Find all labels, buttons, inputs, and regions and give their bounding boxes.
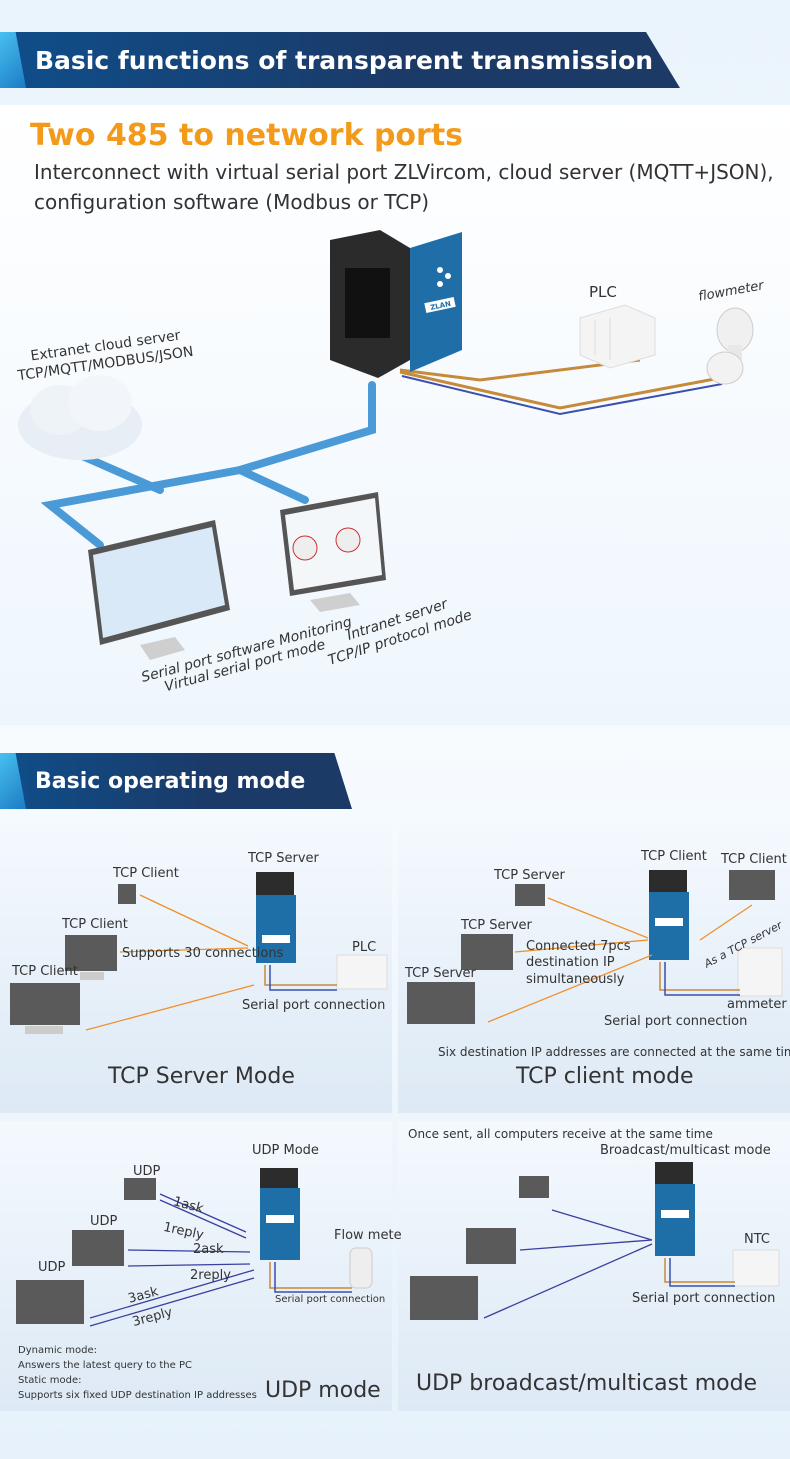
broadcast-label: Broadcast/multicast mode xyxy=(600,1143,771,1158)
broadcast-mode-title: UDP broadcast/multicast mode xyxy=(416,1371,758,1396)
tcp-client-mode-title: TCP client mode xyxy=(516,1064,694,1089)
network-cables xyxy=(40,381,376,549)
flowmeter-icon xyxy=(706,307,754,385)
tcp-server-supports: Supports 30 connections xyxy=(122,946,284,961)
serial-cable-flow xyxy=(399,370,721,410)
tcp-server-device-icon xyxy=(256,872,296,963)
udp-note-3: Static mode: xyxy=(18,1375,82,1386)
tcp-client-server3: TCP Server xyxy=(405,966,476,981)
ammeter-icon xyxy=(737,947,783,997)
tcp-server-client2: TCP Client xyxy=(62,917,128,932)
plc-icon xyxy=(579,304,656,369)
ntc-icon xyxy=(732,1249,780,1287)
serial-cable-plc xyxy=(399,358,641,382)
zlan-device-icon: ZLAN xyxy=(330,230,462,378)
tcp-client-connected-1: Connected 7pcs xyxy=(526,939,631,954)
udp-note-2: Answers the latest query to the PC xyxy=(18,1360,192,1371)
udp-flow: Flow mete xyxy=(334,1228,402,1243)
udp-reply2: 2reply xyxy=(190,1268,231,1283)
section1-banner-text: Basic functions of transparent transmiss… xyxy=(35,45,654,75)
broadcast-serial: Serial port connection xyxy=(632,1291,776,1306)
tcp-client-device-icon xyxy=(649,870,689,960)
tcp-server-client-monitor-1 xyxy=(118,884,136,904)
tcp-client-top: TCP Client xyxy=(641,849,707,864)
flowmeter-icon-udp xyxy=(349,1247,373,1289)
udp-note-1: Dynamic mode: xyxy=(18,1345,98,1356)
plc-label: PLC xyxy=(589,283,617,301)
udp-ask2: 2ask xyxy=(193,1242,224,1257)
udp-monitor-3 xyxy=(16,1280,84,1324)
broadcast-ntc: NTC xyxy=(744,1232,770,1247)
monitor-icon-2 xyxy=(280,492,386,612)
udp-broadcast-panel xyxy=(398,1121,790,1411)
tcp-server-plc: PLC xyxy=(352,940,377,955)
tcp-server-mode-title: TCP Server Mode xyxy=(108,1064,295,1089)
cloud-icon xyxy=(18,375,142,460)
section2-banner: Basic operating mode xyxy=(0,753,352,809)
section1-desc-line1: Interconnect with virtual serial port ZL… xyxy=(34,160,774,184)
tcp-client-serial: Serial port connection xyxy=(604,1014,748,1029)
udp-note-4: Supports six fixed UDP destination IP ad… xyxy=(18,1390,257,1401)
udp-monitor-1 xyxy=(124,1178,156,1200)
tcp-server-client-monitor-3 xyxy=(10,983,80,1034)
section2-banner-text: Basic operating mode xyxy=(35,768,306,794)
tcp-client-connected-3: simultaneously xyxy=(526,972,625,987)
udp-label-1: UDP xyxy=(133,1164,161,1179)
tcp-server-serial: Serial port connection xyxy=(242,998,386,1013)
tcp-server-client-monitor-2 xyxy=(65,935,117,980)
udp-panel xyxy=(0,1121,392,1411)
broadcast-monitor-1 xyxy=(519,1176,549,1198)
tcp-client-server-monitor-2 xyxy=(461,934,513,970)
udp-label-3: UDP xyxy=(38,1260,66,1275)
tcp-client-server-monitor-1 xyxy=(515,884,545,906)
section1-banner: Basic functions of transparent transmiss… xyxy=(0,32,680,88)
udp-serial: Serial port connection xyxy=(275,1294,386,1305)
tcp-client-server-monitor-3 xyxy=(407,982,475,1024)
tcp-server-plc-icon xyxy=(336,954,388,990)
section1-desc-line2: configuration software (Modbus or TCP) xyxy=(34,190,430,214)
tcp-client-ammeter: ammeter xyxy=(727,997,787,1012)
udp-label-2: UDP xyxy=(90,1214,118,1229)
tcp-client-right: TCP Client xyxy=(721,852,787,867)
udp-mode-label: UDP Mode xyxy=(252,1143,319,1158)
udp-mode-title: UDP mode xyxy=(265,1378,381,1403)
udp-device-icon xyxy=(260,1168,300,1260)
tcp-server-client3: TCP Client xyxy=(12,964,78,979)
tcp-client-server2: TCP Server xyxy=(461,918,532,933)
tcp-client-six: Six destination IP addresses are connect… xyxy=(438,1045,790,1059)
broadcast-monitor-3 xyxy=(410,1276,478,1320)
broadcast-once: Once sent, all computers receive at the … xyxy=(408,1127,713,1141)
broadcast-monitor-2 xyxy=(466,1228,516,1264)
tcp-client-connected-2: destination IP xyxy=(526,955,615,970)
tcp-server-client1: TCP Client xyxy=(113,866,179,881)
tcp-server-label: TCP Server xyxy=(248,851,319,866)
udp-broadcast-device-icon xyxy=(655,1162,695,1256)
monitor-icon-1 xyxy=(88,520,230,660)
tcp-client-right-monitor xyxy=(729,870,775,900)
section1-title: Two 485 to network ports xyxy=(30,118,464,153)
udp-monitor-2 xyxy=(72,1230,124,1266)
tcp-client-server1: TCP Server xyxy=(494,868,565,883)
